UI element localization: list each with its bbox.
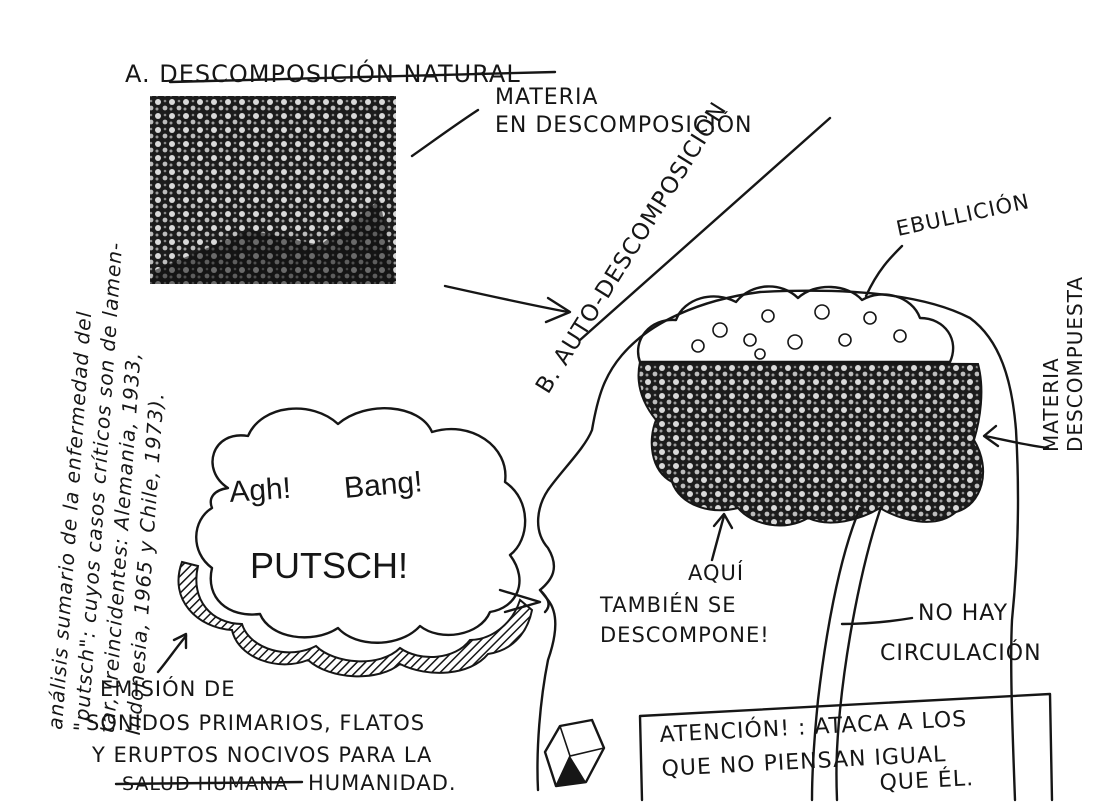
bubble	[839, 334, 851, 346]
aqui-label-line1: AQUÍ	[688, 560, 744, 585]
attention-line3: QUE ÉL.	[879, 765, 975, 796]
aqui-label-line2: TAMBIÉN SE	[599, 592, 737, 617]
bubble	[762, 310, 774, 322]
photo-label-line1: MATERIA	[495, 85, 599, 110]
speech-bang: Bang!	[343, 465, 424, 505]
crumpled-paper-shade	[556, 756, 586, 786]
bubble	[864, 312, 876, 324]
emission-line1: EMISIÓN DE	[100, 676, 235, 701]
materia-label-group: MATERIA DESCOMPUESTA	[1039, 276, 1087, 452]
no-hay-label-line1: NO HAY	[918, 601, 1008, 626]
photo-label-pointer	[412, 110, 478, 156]
ebullicion-label-group: EBULLICIÓN	[894, 188, 1032, 241]
ebullicion-pointer	[866, 246, 902, 296]
bubble	[755, 349, 765, 359]
speech-agh: Agh!	[228, 472, 292, 509]
brain-mass	[639, 362, 984, 525]
bubble	[744, 334, 756, 346]
emission-line2: SONIDOS PRIMARIOS, FLATOS	[86, 711, 425, 735]
emission-arrowhead	[174, 634, 186, 648]
bubble	[815, 305, 829, 319]
ebullicion-label: EBULLICIÓN	[894, 188, 1032, 241]
bubble	[788, 335, 802, 349]
bubble	[894, 330, 906, 342]
section-a-title: A. DESCOMPOSICIÓN NATURAL	[125, 58, 521, 88]
bubble	[692, 340, 704, 352]
speech-putsch: PUTSCH!	[250, 545, 408, 586]
no-hay-label-line2: CIRCULACIÓN	[880, 640, 1042, 666]
emission-line3: Y ERUPTOS NOCIVOS PARA LA	[91, 743, 432, 767]
side-note: análisis sumario de la enfermedad del "p…	[43, 239, 179, 736]
section-b-title-group: B. AUTO-DESCOMPOSICIÓN	[529, 96, 732, 398]
materia-label-line1: MATERIA	[1039, 357, 1063, 452]
speech-bubble	[196, 408, 525, 643]
materia-label-line2: DESCOMPUESTA	[1063, 276, 1087, 452]
bubble	[713, 323, 727, 337]
section-b-title: B. AUTO-DESCOMPOSICIÓN	[529, 96, 732, 398]
emission-pointer	[158, 636, 186, 672]
emission-line4: HUMANIDAD.	[308, 771, 457, 795]
aqui-label-line3: DESCOMPONE!	[600, 623, 770, 647]
